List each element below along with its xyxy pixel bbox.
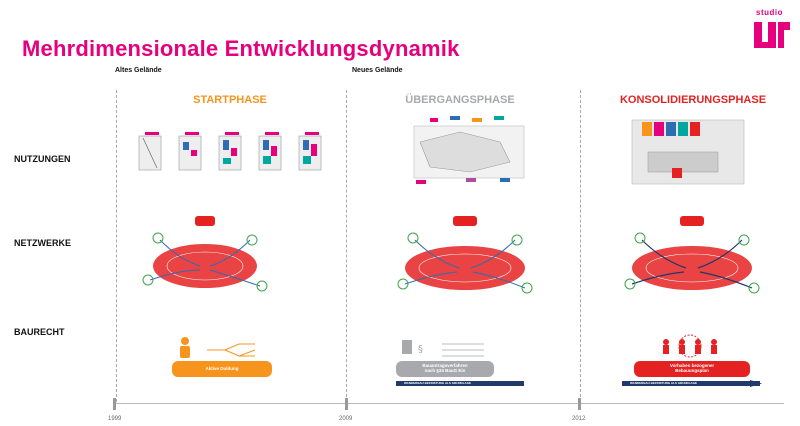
timeline-tick-1999 — [113, 398, 116, 410]
bar-uebergang: Bauantragsverfahren nach §34 BauG Ein — [396, 361, 494, 377]
floorplan-3 — [218, 132, 242, 171]
strip-konsolidierung: WANDERBAU BEFRISTUNG ALS GRUNDLAGE — [622, 381, 760, 386]
consolidation-group-icon — [663, 334, 717, 358]
transition-arrows-icon — [442, 343, 484, 357]
start-person-icon — [180, 337, 190, 358]
transition-doc-icon: § — [402, 340, 423, 355]
floorplan-2 — [178, 132, 202, 171]
year-1999: 1999 — [108, 416, 122, 422]
network-diagram-uebergang — [397, 216, 533, 294]
timeline-arrow-icon — [750, 380, 762, 387]
floorplan-4 — [258, 132, 282, 171]
phase-title-konsolidierung: KONSOLIDIERUNGSPHASE — [619, 94, 767, 106]
page-title: Mehrdimensionale Entwicklungsdynamik — [22, 36, 460, 61]
divider-2012 — [580, 90, 581, 402]
timeline-tick-2009 — [345, 398, 348, 410]
logo-text: studio — [756, 8, 783, 17]
usage-siteplan-uebergang — [413, 116, 525, 184]
phase-title-uebergang: ÜBERGANGSPHASE — [405, 94, 515, 106]
phase-title-start: STARTPHASE — [193, 94, 267, 106]
strip-uebergang: WANDERBAU BEFRISTUNG ALS GRUNDLAGE — [396, 381, 524, 386]
studio-logo: studio — [748, 8, 794, 48]
bar-start: Aktive Duldung — [172, 361, 272, 377]
row-label-baurecht: BAURECHT — [14, 327, 65, 337]
network-diagram-konsolidierung — [624, 216, 760, 294]
bar-konsolidierung: Vorhaben bezogener Bebauungsplan — [634, 361, 750, 377]
timeline-axis — [114, 403, 784, 404]
logo-mark-icon — [754, 22, 790, 48]
row-label-netzwerke: NETZWERKE — [14, 238, 71, 248]
svg-text:§: § — [418, 344, 423, 355]
row-label-nutzungen: NUTZUNGEN — [14, 154, 71, 164]
floorplan-1 — [138, 132, 162, 171]
year-2009: 2009 — [339, 416, 353, 422]
usage-floorplans-start — [138, 132, 322, 171]
floorplan-5 — [298, 132, 322, 171]
old-site-label: Altes Gelände — [115, 67, 162, 74]
timeline-tick-2012 — [578, 398, 581, 410]
start-branch-icon — [207, 343, 256, 357]
network-diagram-start — [142, 216, 268, 292]
year-2012: 2012 — [572, 416, 586, 422]
usage-siteplan-konsolidierung — [631, 119, 745, 185]
new-site-label: Neues Gelände — [352, 67, 403, 74]
divider-2009 — [346, 90, 347, 402]
divider-1999 — [116, 90, 117, 402]
